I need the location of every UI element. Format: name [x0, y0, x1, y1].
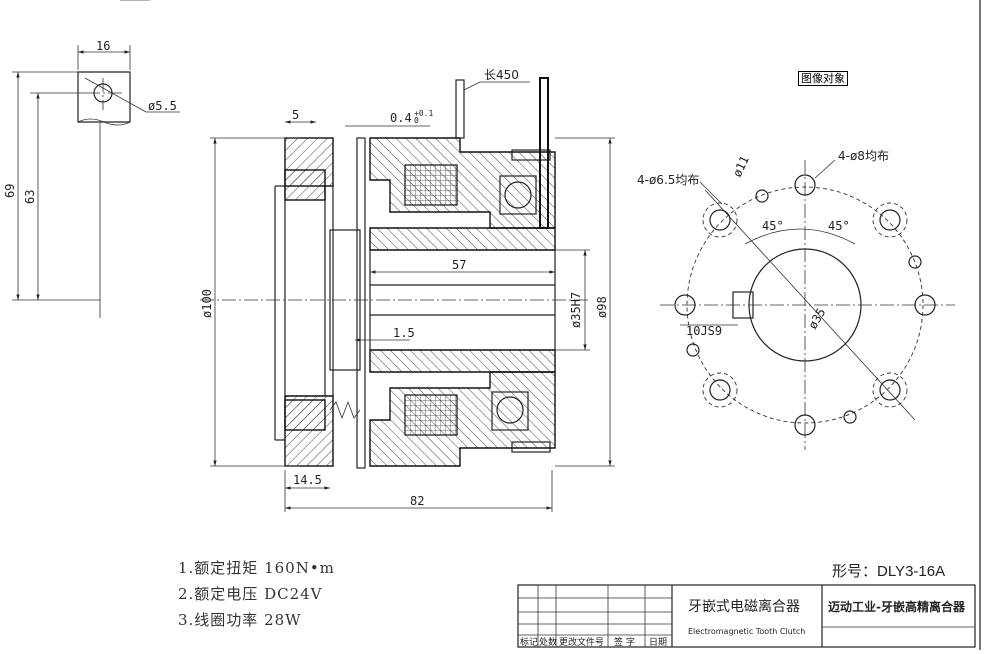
- tb-header-1: 标记: [520, 636, 538, 648]
- dim-gap-tol: +0.1: [414, 109, 433, 118]
- note-torque: 1.额定扭矩 160N•m: [178, 559, 335, 577]
- dim-outer-dia: ø98: [595, 296, 609, 318]
- label-keyway: 10JS9: [686, 324, 722, 338]
- label-bore: ø35: [805, 306, 828, 332]
- tb-header-3: 更改文件号: [559, 636, 604, 648]
- section-dimensions: [210, 81, 615, 512]
- note-power: 3.线圈功率 28W: [178, 611, 302, 629]
- label-angle-a: 45°: [762, 219, 784, 233]
- dim-bore-dia: ø35H7: [569, 292, 583, 328]
- note-voltage: 2.额定电压 DC24V: [178, 585, 323, 603]
- tb-company: 迈动工业-牙嵌高精离合器: [828, 599, 966, 614]
- tb-name-cn: 牙嵌式电磁离合器: [688, 598, 800, 615]
- label-holes-65: 4-ø6.5均布: [637, 173, 699, 187]
- dim-bracket-hole-height: 63: [23, 190, 37, 204]
- dim-gap-small: 1.5: [393, 326, 415, 340]
- dim-bracket-hole: ø5.5: [148, 99, 177, 113]
- label-holes-8: 4-ø8均布: [838, 149, 889, 163]
- tb-header-4: 签 字: [614, 636, 635, 648]
- title-block: [517, 584, 976, 648]
- tb-header-2: 处数: [539, 636, 557, 648]
- dim-offset: 14.5: [293, 473, 322, 487]
- tb-name-en: Electromagnetic Tooth Clutch: [688, 627, 805, 636]
- section-view: [200, 77, 590, 469]
- dim-total-length: 82: [410, 494, 424, 508]
- dim-bracket-width: 16: [96, 39, 110, 53]
- dim-bore-length: 57: [452, 258, 466, 272]
- tb-header-5: 日期: [649, 637, 667, 648]
- front-view: [660, 159, 955, 450]
- dim-big-dia: ø100: [200, 289, 214, 318]
- model-number: 形号：DLY3-16A: [832, 563, 946, 580]
- dim-bracket-height: 69: [3, 184, 17, 198]
- label-angle-b: 45°: [828, 219, 850, 233]
- dim-gap-main: 0.4: [390, 111, 412, 125]
- dim-flange-width: 5: [292, 108, 299, 122]
- bracket-detail: [12, 45, 180, 318]
- label-dia-11: ø11: [730, 154, 752, 180]
- image-object-label: 图像对象: [798, 71, 848, 86]
- dim-lead-length: 长450: [484, 68, 519, 82]
- dim-gap-tol-low: 0: [414, 116, 419, 125]
